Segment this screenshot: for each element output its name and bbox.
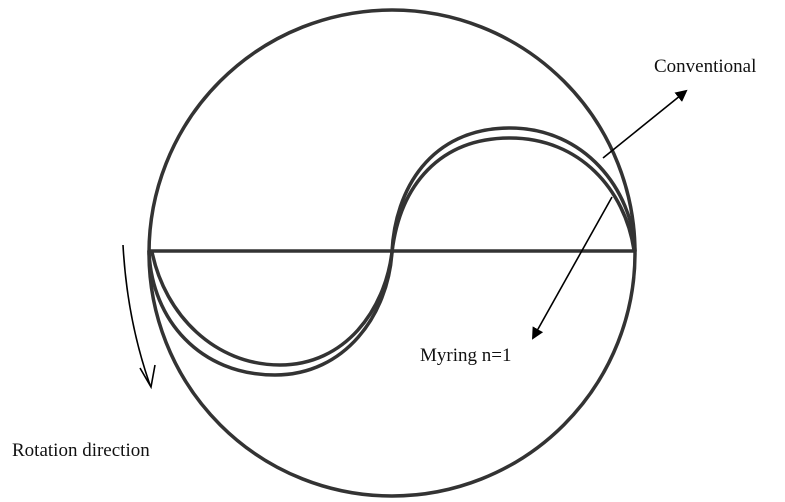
rotation-direction-label: Rotation direction xyxy=(12,440,150,461)
conventional-curve-lower xyxy=(147,250,394,377)
myring-arrow xyxy=(532,196,613,340)
conventional-label: Conventional xyxy=(654,56,757,77)
rotation-arrowhead xyxy=(139,364,156,390)
conventional-arrow xyxy=(602,89,688,159)
conventional-curve-upper xyxy=(390,126,637,254)
myring-curve-lower xyxy=(150,250,394,367)
myring-curve-upper xyxy=(390,136,636,254)
rotation-direction-arrow xyxy=(122,244,151,386)
myring-label: Myring n=1 xyxy=(420,345,512,366)
